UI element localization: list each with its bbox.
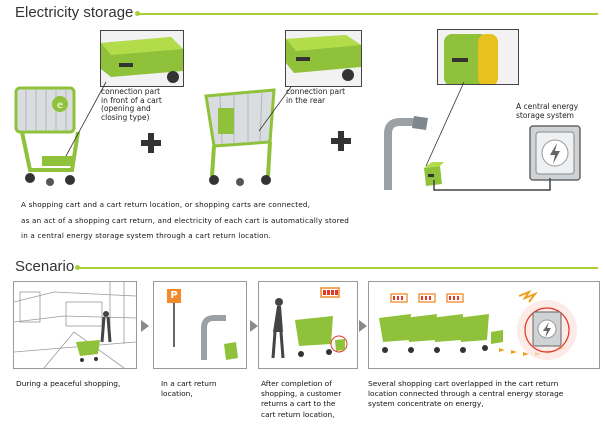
callout-leader (425, 81, 465, 167)
section-title-scenario: Scenario (15, 258, 75, 275)
scenario-frame-return-location: P (153, 281, 247, 369)
callout-leader (258, 86, 292, 132)
plus-icon (331, 131, 351, 151)
caption-return-location: In a cart return location, (161, 379, 217, 399)
caption-line: location connected through a central ene… (368, 389, 564, 399)
inset-front-connection (100, 30, 184, 87)
arrow-right-icon (141, 320, 149, 332)
callout-rear-line: in the rear (286, 95, 326, 105)
caption-line: In a cart return (161, 379, 217, 388)
lightning-icon (550, 143, 560, 164)
callout-central-line: storage system (516, 110, 574, 120)
central-storage-unit (528, 124, 582, 182)
callout-central: A central energy storage system (516, 102, 579, 120)
scenario-frame-energy-concentration (368, 281, 600, 369)
parking-sign: P (167, 289, 181, 303)
callout-front-line: in front of a cart (101, 95, 162, 105)
scenario-frame-shopping (13, 281, 137, 369)
plus-icon (141, 133, 161, 153)
callout-leader (65, 81, 107, 157)
section-rule (138, 13, 598, 15)
caption-line: location, (161, 389, 193, 399)
callout-front-line: closing type) (101, 112, 150, 122)
cart-badge: e (57, 100, 63, 111)
caption-customer-returns: After completion of shopping, a customer… (261, 379, 341, 420)
callout-front-line: (opening and (101, 104, 151, 114)
lightning-icon (543, 322, 551, 338)
connection-wire (433, 178, 551, 191)
inset-rear-connection (285, 30, 362, 87)
caption-line: During a peaceful shopping, (16, 379, 121, 388)
caption-line: returns a cart to the (261, 399, 336, 409)
caption-energy-concentration: Several shopping cart overlapped in the … (368, 379, 563, 410)
callout-central-line: A central energy (516, 102, 579, 111)
description: A shopping cart and a cart return locati… (21, 197, 349, 244)
rule-dot (135, 11, 140, 16)
rule-dot (75, 265, 80, 270)
section-title-storage: Electricity storage (15, 4, 134, 21)
cart-side-illustration (200, 82, 284, 188)
caption-line: shopping, a customer (261, 389, 342, 399)
caption-line: system concentrate on energy, (368, 399, 484, 409)
section-rule (78, 267, 598, 269)
scenario-frame-customer-returns (258, 281, 358, 369)
caption-line: Several shopping cart overlapped in the … (368, 379, 559, 388)
caption-line: cart return location, (261, 409, 335, 419)
callout-rear-line: connection part (286, 87, 346, 96)
callout-front-line: connection part (101, 87, 161, 96)
description-line: as an act of a shopping cart return, and… (21, 215, 349, 225)
cart-return-post (201, 315, 238, 360)
sign-pole (173, 303, 175, 347)
arrow-right-icon (250, 320, 258, 332)
arrow-right-icon (359, 320, 367, 332)
description-line: in a central energy storage system throu… (21, 231, 271, 240)
caption-line: After completion of (261, 379, 332, 388)
caption-shopping: During a peaceful shopping, (16, 379, 120, 389)
callout-front: connection part in front of a cart (open… (101, 87, 162, 122)
callout-rear: connection part in the rear (286, 87, 346, 105)
inset-station (437, 29, 519, 85)
description-line: A shopping cart and a cart return locati… (21, 200, 311, 209)
cart-front-illustration: e (12, 78, 92, 190)
cart-return-post (378, 112, 448, 192)
